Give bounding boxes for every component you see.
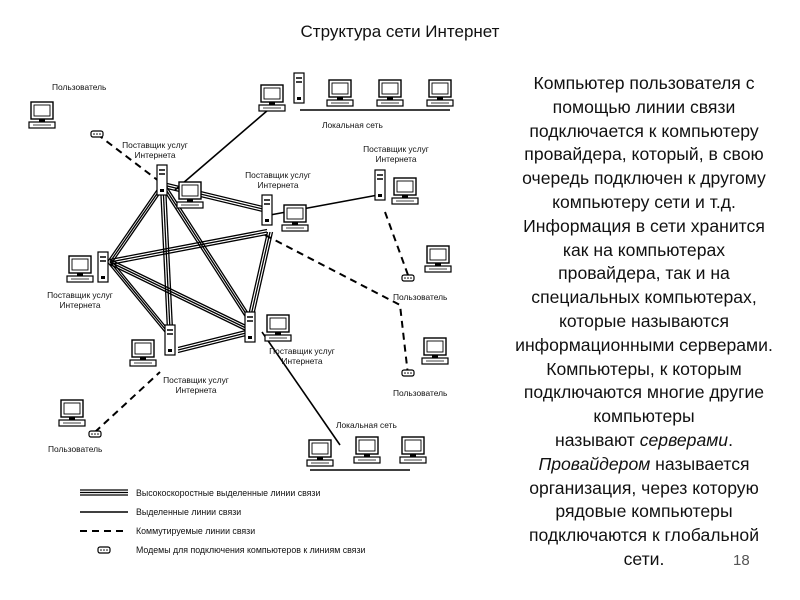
dedicated-links bbox=[174, 109, 450, 471]
label-provider: Поставщик услуг bbox=[269, 346, 335, 356]
paragraph-line: Компьютеры, к которым bbox=[546, 358, 742, 379]
label-user: Пользователь bbox=[48, 444, 103, 454]
dedicated-link bbox=[174, 109, 269, 191]
legend-label: Модемы для подключения компьютеров к лин… bbox=[136, 545, 365, 555]
label-user: Пользователь bbox=[393, 388, 448, 398]
description-paragraph: Компьютер пользователя с помощью линии с… bbox=[494, 72, 794, 572]
legend: Высокоскоростные выделенные линии связи … bbox=[80, 488, 365, 555]
switched-link bbox=[94, 371, 161, 433]
legend-label: Коммутируемые линии связи bbox=[136, 526, 255, 536]
legend-label: Высокоскоростные выделенные линии связи bbox=[136, 488, 320, 498]
label-internet: Интернета bbox=[375, 154, 416, 164]
lan-top-computers bbox=[258, 72, 454, 112]
paragraph-line: сети. bbox=[623, 548, 665, 569]
paragraph-line: Информация в сети хранится bbox=[523, 215, 765, 236]
highspeed-link bbox=[246, 231, 274, 321]
label-user: Пользователь bbox=[393, 292, 448, 302]
paragraph-line: подключаются к глобальной bbox=[528, 525, 760, 546]
label-user: Пользователь bbox=[52, 82, 107, 92]
paragraph-line: очередь подключен к другому bbox=[522, 168, 766, 189]
lan-bottom-computers bbox=[306, 436, 427, 467]
paragraph-line: информационными серверами. bbox=[515, 334, 773, 355]
paragraph-line: компьютеру сети и т.д. bbox=[552, 191, 736, 212]
paragraph-line: как на компьютерах bbox=[562, 239, 726, 260]
dedicated-link bbox=[261, 331, 341, 446]
paragraph-line: называют серверами. bbox=[555, 429, 733, 450]
label-lan: Локальная сеть bbox=[322, 120, 383, 130]
paragraph-line: подключается к компьютеру bbox=[529, 120, 759, 141]
paragraph-line: Компьютер пользователя с bbox=[533, 73, 755, 93]
highspeed-links bbox=[106, 181, 274, 354]
paragraph-line: подключаются многие другие bbox=[523, 382, 765, 403]
legend-item-modems: Модемы для подключения компьютеров к лин… bbox=[97, 545, 365, 555]
switched-link bbox=[264, 234, 409, 376]
paragraph-line: Провайдером называется bbox=[538, 453, 750, 474]
provider-node-2 bbox=[261, 194, 309, 232]
paragraph-line: компьютеры bbox=[593, 406, 695, 427]
provider-node-6 bbox=[244, 311, 292, 343]
highspeed-link bbox=[106, 261, 174, 336]
user-computer-top-left bbox=[28, 101, 104, 138]
provider-node-5 bbox=[129, 324, 176, 367]
highspeed-link bbox=[177, 328, 251, 354]
switched-link bbox=[96, 133, 161, 183]
highspeed-link bbox=[109, 228, 268, 266]
label-internet: Интернета bbox=[134, 150, 175, 160]
paragraph-line: специальных компьютерах, bbox=[531, 287, 757, 308]
label-provider: Поставщик услуг bbox=[163, 375, 229, 385]
label-provider: Поставщик услуг bbox=[245, 170, 311, 180]
paragraph-line: провайдера, так и на bbox=[558, 263, 730, 284]
highspeed-link bbox=[109, 258, 251, 334]
provider-node-4 bbox=[66, 251, 109, 283]
provider-node-3 bbox=[374, 169, 419, 205]
highspeed-link bbox=[159, 184, 174, 331]
highspeed-link bbox=[106, 184, 167, 263]
paragraph-line: организация, через которую bbox=[529, 477, 759, 498]
label-internet: Интернета bbox=[281, 356, 322, 366]
label-internet: Интернета bbox=[59, 300, 100, 310]
legend-label: Выделенные линии связи bbox=[136, 507, 241, 517]
user-computer-bottom-left bbox=[58, 399, 102, 438]
label-provider: Поставщик услуг bbox=[47, 290, 113, 300]
switched-link bbox=[384, 211, 409, 276]
paragraph-line: рядовые компьютеры bbox=[555, 501, 733, 522]
slide-title: Структура сети Интернет bbox=[300, 22, 500, 41]
label-provider: Поставщик услуг bbox=[363, 144, 429, 154]
page-number: 18 bbox=[733, 552, 750, 569]
label-lan: Локальная сеть bbox=[336, 420, 397, 430]
user-computer-right-1 bbox=[401, 245, 452, 282]
label-internet: Интернета bbox=[257, 180, 298, 190]
legend-item-highspeed: Высокоскоростные выделенные линии связи bbox=[80, 488, 320, 498]
legend-item-dedicated: Выделенные линии связи bbox=[80, 507, 241, 517]
network-diagram: Пользователь Поставщик услуг Интернета П… bbox=[28, 72, 454, 555]
label-internet: Интернета bbox=[175, 385, 216, 395]
switched-links bbox=[94, 133, 409, 433]
user-computer-right-2 bbox=[401, 337, 449, 377]
legend-item-switched: Коммутируемые линии связи bbox=[80, 526, 255, 536]
paragraph-line: которые называются bbox=[559, 310, 729, 331]
paragraph-line: помощью линии связи bbox=[552, 96, 736, 117]
paragraph-line: называют серверами. bbox=[494, 429, 794, 453]
paragraph-line: провайдера, который, в свою bbox=[524, 144, 764, 165]
label-provider: Поставщик услуг bbox=[122, 140, 188, 150]
